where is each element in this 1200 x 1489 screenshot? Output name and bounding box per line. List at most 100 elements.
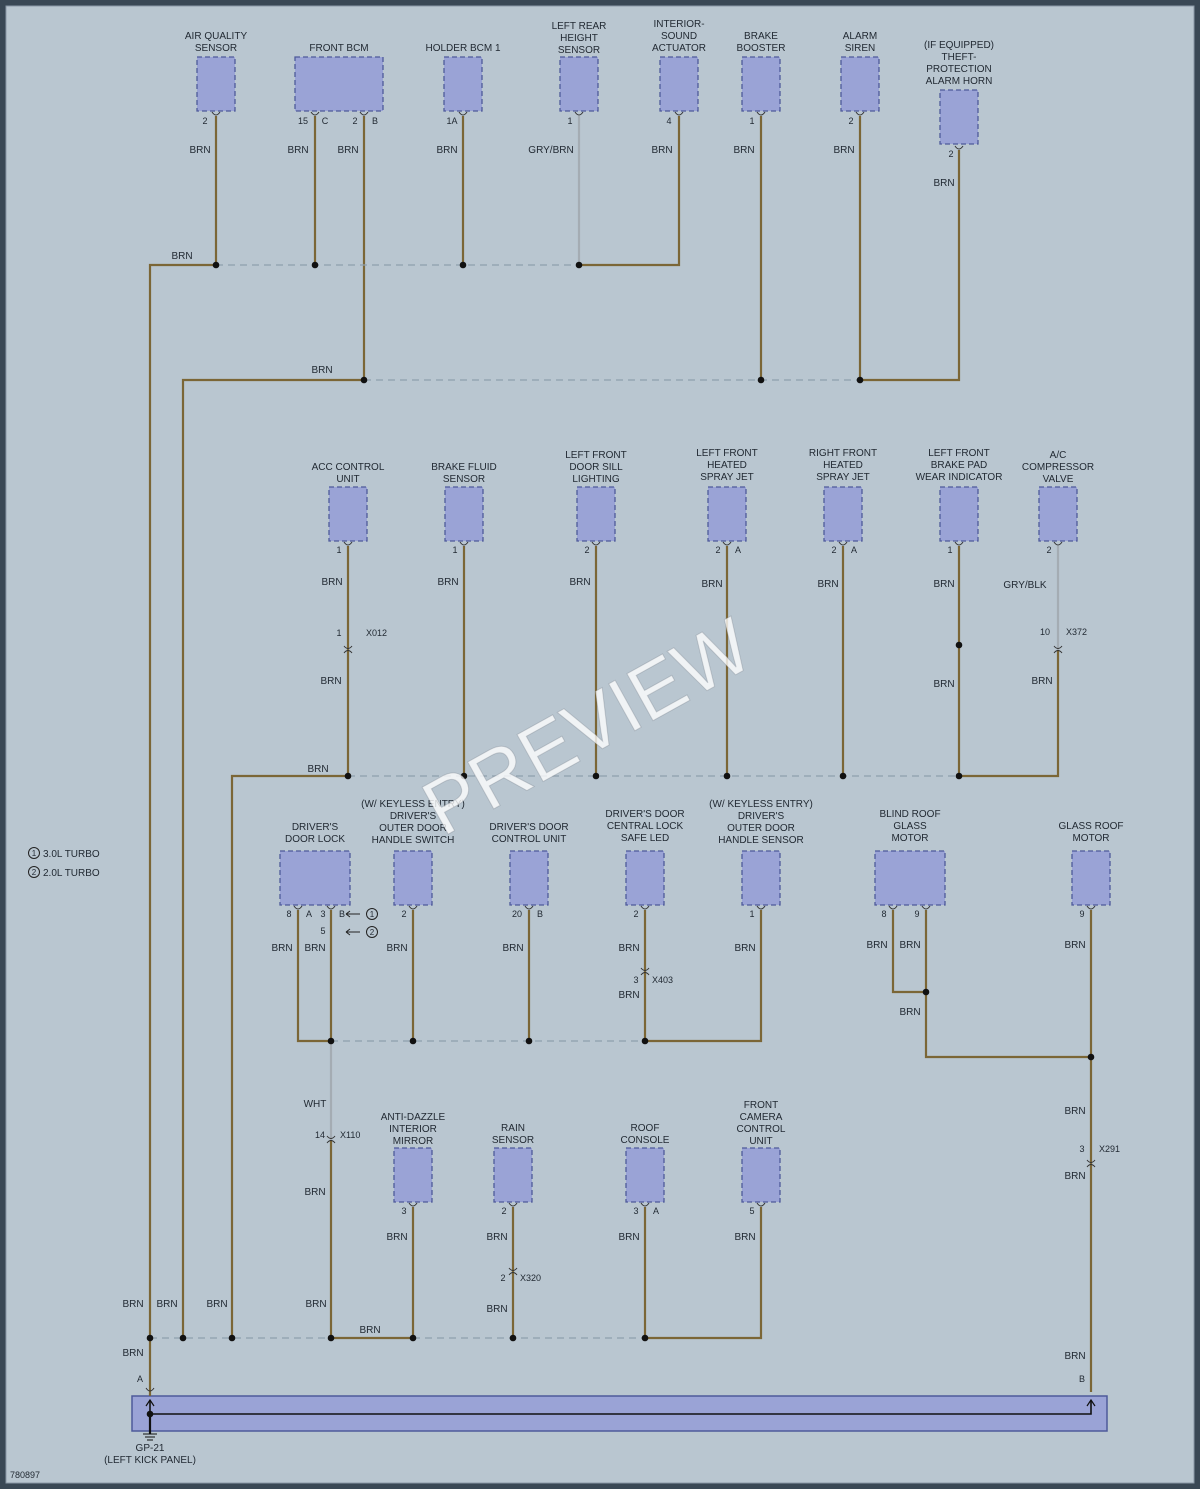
pin-letter: B [372,116,378,126]
pin-letter: A [735,545,741,555]
component-label: RAIN [501,1123,525,1134]
wire-color-label: BRN [305,1299,326,1310]
splice-point [344,772,352,780]
splice-point [641,1334,649,1342]
component-label: COMPRESSOR [1022,462,1094,473]
component-label: VALVE [1043,474,1074,485]
component-label: SPRAY JET [700,472,754,483]
pin-terminal [855,111,865,116]
component-label: HEATED [707,460,747,471]
wire-color-label: BRN [1064,1171,1085,1182]
pin-number: 3 [401,1206,406,1216]
pin-number: 3 [320,909,325,919]
pin-number: 8 [881,909,886,919]
pin-number: 3 [633,975,638,985]
pin-number: 1 [749,909,754,919]
wire-color-label: WHT [304,1099,327,1110]
pin-number: 2 [501,1206,506,1216]
pin-terminal [1086,905,1096,910]
connector-id: X372 [1066,627,1087,637]
wire [924,910,1091,1059]
component-label: OUTER DOOR [379,823,447,834]
component-label: GLASS [893,821,927,832]
wire-color-label: BRN [866,940,887,951]
component-label: WEAR INDICATOR [916,472,1003,483]
diagram-id: 780897 [10,1470,40,1480]
front-camera-component [741,1147,781,1203]
arrow-icon [345,910,360,918]
diagram-background [5,5,1195,1484]
wire-color-label: BRN [171,251,192,262]
splice-point [146,1410,154,1418]
splice-point [146,1334,154,1342]
wire-color-label: BRN [933,579,954,590]
component-label: BOOSTER [737,43,786,54]
brake-fluid-component [444,486,484,542]
pin-number: 3 [633,1206,638,1216]
component-label: MOTOR [1072,833,1109,844]
component-label: SENSOR [558,45,600,56]
pin-number: 2 [848,116,853,126]
wire-color-label: BRN [817,579,838,590]
holder-bcm-component [443,56,483,112]
pin-number: 5 [749,1206,754,1216]
arrow-icon [145,1398,1096,1407]
pin-terminal [756,1202,766,1207]
pin-letter: A [653,1206,659,1216]
connector-id: X291 [1099,1144,1120,1154]
legend-label: 3.0L TURBO [43,849,100,860]
ground-label: GP-21 [136,1443,165,1454]
wire-color-label: BRN [618,943,639,954]
component-label: GLASS ROOF [1058,821,1123,832]
pin-number: 2 [948,149,953,159]
wire-color-label: BRN [311,365,332,376]
front-bcm-component [294,56,384,112]
lf-brake-pad-component [939,486,979,542]
component-label: INTERIOR [389,1124,437,1135]
wire [296,910,331,1043]
component-label: BRAKE FLUID [431,462,497,473]
wire-color-label: BRN [933,679,954,690]
splice-point [409,1037,417,1045]
wire-color-label: BRN [502,943,523,954]
pin-number: 2 [500,1273,505,1283]
pin-number: 9 [1079,909,1084,919]
ground-bus-wire [149,1400,1092,1415]
pin-terminal [408,1202,418,1207]
pin-terminal [722,541,732,546]
rain-sensor-component [493,1147,533,1203]
splice-point [179,1334,187,1342]
component-label: LEFT FRONT [928,448,989,459]
connector-id: X320 [520,1273,541,1283]
pin-number: 15 [298,116,308,126]
component-label: SAFE LED [621,833,669,844]
component-label: LEFT FRONT [565,450,626,461]
connector-id: X110 [340,1130,360,1140]
component-label: SIREN [845,43,876,54]
splice-point [723,772,731,780]
splice-point [509,1334,517,1342]
pin-number: 2 [715,545,720,555]
central-lock-led-component [625,850,665,906]
pin-number: 3 [1079,1144,1084,1154]
component-label: ACC CONTROL [312,462,385,473]
pin-terminal [838,541,848,546]
component-label: UNIT [336,474,359,485]
wire-color-label: BRN [733,145,754,156]
inline-connector [326,1135,336,1144]
component-label: FRONT [744,1100,778,1111]
pin-letter: C [322,116,329,126]
component-label: AIR QUALITY [185,31,248,42]
pin-letter: B [339,909,345,919]
wire-color-label: GRY/BRN [528,145,573,156]
air-quality-component [196,56,236,112]
component-label: LEFT REAR [552,21,607,32]
wire-color-label: BRN [1064,1351,1085,1362]
component-label: OUTER DOOR [727,823,795,834]
splice-point [955,641,963,649]
legend-number: 2 [32,868,37,877]
connector-id: X012 [366,628,387,638]
pin-terminal [640,905,650,910]
acc-control-component [328,486,368,542]
